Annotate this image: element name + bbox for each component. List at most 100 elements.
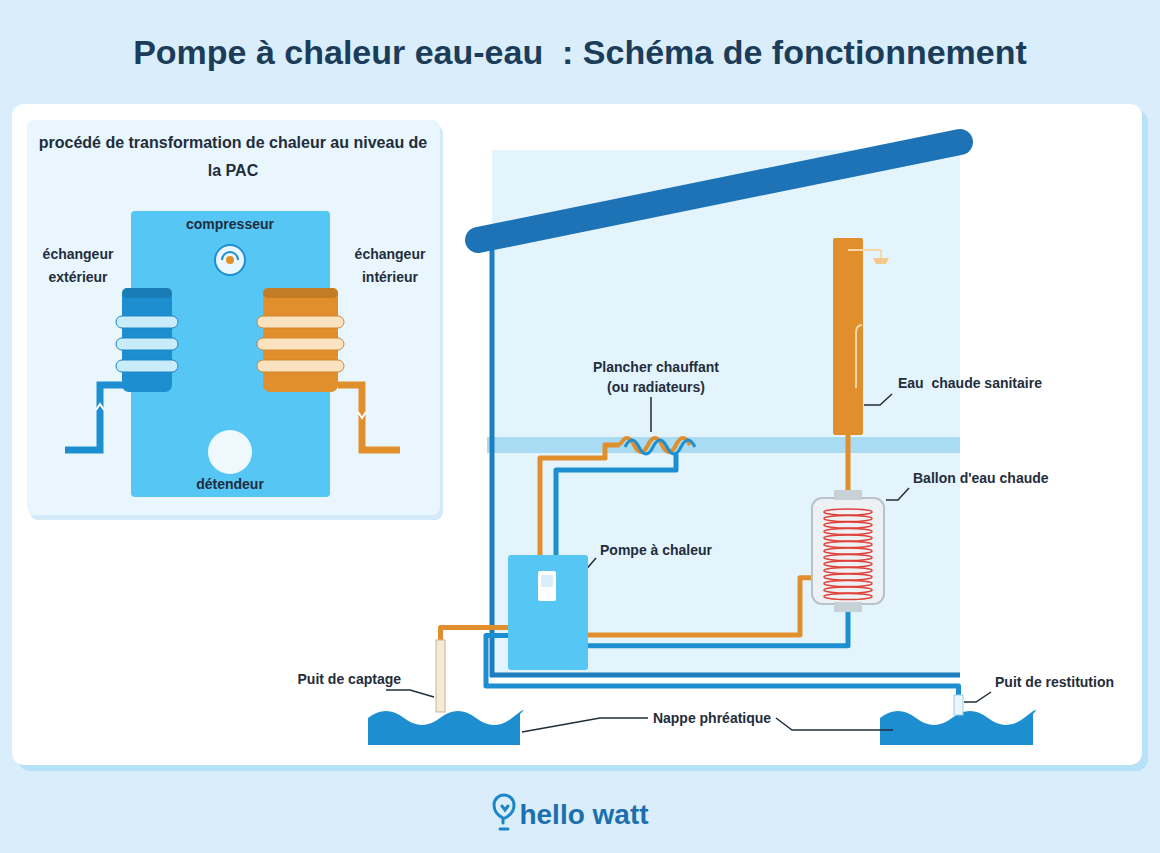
leader-line	[964, 692, 991, 702]
node-shape	[208, 430, 252, 474]
heat-pump-unit: Pompe à chaleur	[508, 555, 588, 670]
node-label: Pompe à chaleur	[600, 540, 770, 560]
logo-icon	[494, 795, 514, 829]
expansion-valve: détendeur	[208, 430, 252, 474]
leader-line	[864, 394, 892, 405]
water-table	[368, 710, 524, 745]
hot-water-tank: Ballon d'eau chaude	[812, 490, 884, 612]
node-shape	[812, 490, 884, 612]
node-shape	[436, 640, 445, 712]
flow-arrow	[358, 412, 366, 418]
compressor-hub	[226, 256, 234, 264]
roof	[478, 142, 960, 240]
pipe-connector	[588, 612, 848, 646]
node-shape	[508, 555, 588, 670]
water-table-label: Nappe phréatique	[612, 708, 812, 728]
pipe-connector	[540, 445, 620, 555]
node-shape	[215, 245, 245, 275]
tank-coil	[824, 509, 872, 600]
leader-line	[650, 397, 652, 432]
well-tube	[954, 695, 963, 715]
pipe-connector	[588, 578, 812, 635]
panel-heading: procédé de transformation de chaleur au …	[38, 129, 428, 185]
tank-cap	[834, 490, 862, 500]
heating-coil	[625, 440, 695, 454]
pipe-connector	[846, 435, 851, 490]
exchanger-cap	[122, 288, 172, 298]
tank-body	[812, 498, 884, 604]
shower-column: Eau chaude sanitaire	[833, 238, 863, 435]
exchanger-coil	[116, 360, 178, 372]
house-wall	[490, 250, 495, 677]
node-label: Puit de restitution	[995, 672, 1135, 692]
compressor: compresseur	[215, 245, 245, 275]
coil-turn	[824, 555, 872, 561]
coil-turn	[824, 535, 872, 541]
node-shape	[620, 436, 690, 454]
pac-body	[508, 555, 588, 670]
exchanger-coil	[257, 316, 344, 328]
node-label: Plancher chauffant (ou radiateurs)	[581, 357, 731, 397]
leader-line	[386, 690, 434, 697]
coil-turn	[824, 568, 872, 574]
shower-hose	[848, 250, 881, 388]
node-shape	[833, 238, 863, 435]
coil-turn	[824, 542, 872, 548]
inner-exchanger: échangeur intérieur	[263, 288, 338, 392]
well-tube	[436, 640, 445, 712]
coil-turn	[824, 522, 872, 528]
exchanger-coil	[257, 360, 344, 372]
node-label: compresseur	[160, 213, 300, 236]
coil-turn	[824, 509, 872, 515]
panel-bg	[27, 120, 440, 515]
coil-turn	[824, 561, 872, 567]
floor-band	[487, 437, 960, 453]
bulb	[494, 795, 514, 823]
node-label: Puit de captage	[251, 669, 401, 689]
process-panel: échangeur extérieur compresseur échangeur …	[27, 120, 440, 515]
node-label: détendeur	[160, 473, 300, 496]
exchanger-coil	[116, 316, 178, 328]
node-label: échangeur intérieur	[345, 243, 435, 289]
exchanger-coil	[116, 338, 178, 350]
coil-turn	[824, 574, 872, 580]
node-shape	[122, 288, 172, 392]
shower-panel	[833, 238, 863, 435]
house-floor	[490, 673, 960, 678]
card	[12, 104, 1142, 765]
shower-head	[873, 258, 889, 264]
coil-turn	[824, 587, 872, 593]
coil-turn	[824, 594, 872, 600]
pac-display	[538, 571, 556, 601]
leader-line	[776, 718, 893, 730]
node-label: échangeur extérieur	[33, 243, 123, 289]
node-label: Ballon d'eau chaude	[913, 468, 1113, 488]
return-well: Puit de restitution	[954, 695, 963, 715]
compressor-body	[215, 245, 245, 275]
node-label: Eau chaude sanitaire	[898, 373, 1118, 393]
brand-watermark: hello watt	[474, 798, 694, 832]
coil-turn	[824, 581, 872, 587]
bulb-base	[500, 828, 508, 831]
coil-turn	[824, 516, 872, 522]
exchanger-coil	[257, 338, 344, 350]
valve-body	[208, 430, 252, 474]
bulb-filament	[502, 806, 508, 810]
leader-line	[522, 718, 648, 732]
node-shape	[263, 288, 338, 392]
leader-line	[886, 488, 909, 500]
pac-screen	[541, 575, 553, 587]
coil-turn	[824, 529, 872, 535]
water-pipe	[338, 385, 400, 450]
water-pipe	[65, 385, 123, 450]
floor-heating: Plancher chauffant (ou radiateurs)	[620, 436, 690, 454]
diagram-title: Pompe à chaleur eau-eau : Schéma de fonc…	[30, 32, 1130, 72]
capture-well: Puit de captage	[436, 640, 445, 712]
pipe-connector	[556, 454, 676, 555]
flow-arrow	[96, 404, 104, 410]
outer-exchanger: échangeur extérieur	[122, 288, 172, 392]
node-shape	[954, 695, 963, 715]
exchanger-cap	[263, 288, 338, 298]
coil-turn	[824, 548, 872, 554]
